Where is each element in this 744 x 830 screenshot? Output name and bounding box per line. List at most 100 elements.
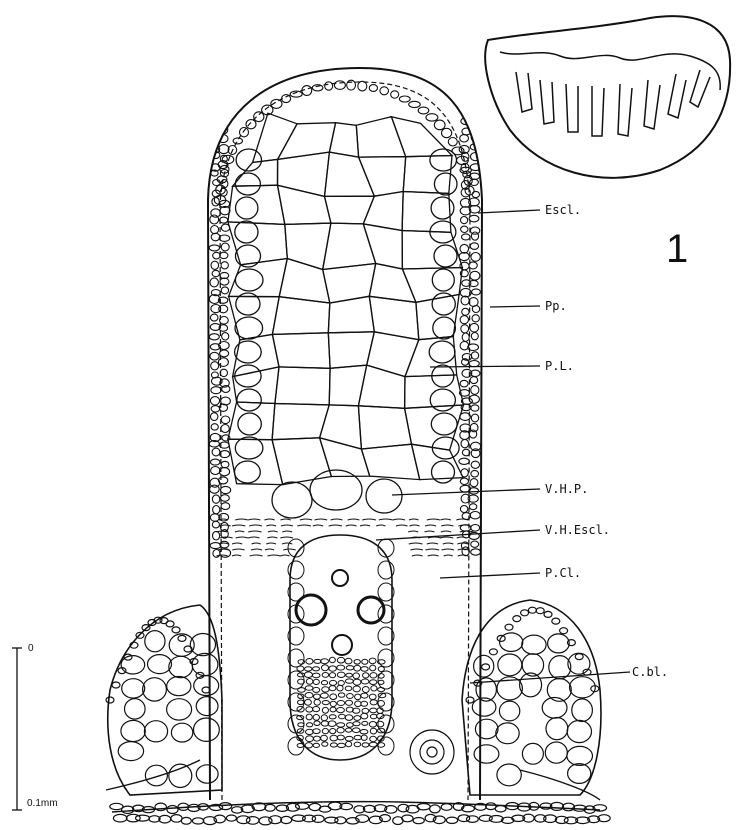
sclerenchyma-cell xyxy=(254,112,264,122)
palisade-cell xyxy=(281,519,291,520)
lobe-cell xyxy=(474,655,494,677)
palisade-cell xyxy=(264,651,273,652)
basal-cell xyxy=(122,806,134,813)
palisade-cell xyxy=(249,645,258,646)
parenchyma-cell xyxy=(328,296,374,333)
palisade-cell xyxy=(427,633,438,634)
palisade-cell xyxy=(347,765,359,766)
sclerenchyma-cell xyxy=(460,485,470,492)
sheath-cell xyxy=(378,737,394,755)
sclerenchyma-cell xyxy=(218,358,228,367)
palisade-cell xyxy=(248,573,259,574)
palisade-cell xyxy=(410,573,423,574)
lobe-cell xyxy=(121,720,145,741)
lobe-cell xyxy=(567,746,593,765)
lobe-cell xyxy=(568,653,590,674)
palisade-cell xyxy=(249,525,262,526)
palisade-cell xyxy=(266,627,279,628)
parenchyma-cell xyxy=(359,157,406,197)
basal-cell xyxy=(269,816,282,824)
sclerenchyma-cell xyxy=(399,96,410,102)
lobe-epidermis-cell xyxy=(482,664,490,670)
palisade-cell xyxy=(456,663,467,664)
phloem-cell xyxy=(321,681,327,685)
sclerenchyma-cell xyxy=(212,495,219,503)
sclerenchyma-cell xyxy=(471,525,480,532)
palisade-cell xyxy=(442,783,451,784)
palisade-cell xyxy=(248,615,261,616)
palisade-cell xyxy=(217,639,230,640)
palisade-cell xyxy=(379,765,391,766)
palisade-cell xyxy=(218,573,229,574)
palisade-cell xyxy=(218,645,230,646)
palisade-cell xyxy=(219,579,229,580)
palisade-cell xyxy=(250,651,260,652)
palisade-cell xyxy=(282,711,293,712)
phloem-cell xyxy=(329,686,336,691)
palisade-cell xyxy=(266,543,276,544)
palisade-cell xyxy=(426,711,436,712)
palisade-cell xyxy=(234,585,246,586)
palisade-cell xyxy=(281,681,294,682)
phloem-cell xyxy=(305,693,313,698)
basal-cell xyxy=(192,818,203,824)
phloem-cell xyxy=(339,714,346,719)
basal-cell xyxy=(335,817,346,824)
palisade-cell xyxy=(251,567,261,568)
parenchyma-cell xyxy=(429,341,455,363)
phloem-cell xyxy=(337,723,345,727)
lobe-epidermis-cell xyxy=(172,627,180,633)
palisade-cell xyxy=(440,639,452,640)
palisade-cell xyxy=(427,765,439,766)
phloem-cell xyxy=(361,679,369,684)
palisade-cell xyxy=(425,549,439,550)
lobe-cell xyxy=(497,764,521,786)
palisade-cell xyxy=(314,777,326,778)
phloem-cell xyxy=(312,673,320,678)
palisade-cell xyxy=(248,663,261,664)
palisade-cell xyxy=(266,579,276,580)
phloem-cell xyxy=(360,730,368,734)
palisade-cell xyxy=(441,687,453,688)
basal-cell xyxy=(110,803,123,809)
palisade-cell xyxy=(426,561,439,562)
phloem-cell xyxy=(305,699,312,705)
sclerenchyma-cell xyxy=(221,425,229,433)
phloem-cell xyxy=(329,657,335,662)
palisade-cell xyxy=(411,549,423,550)
sclerenchyma-cell xyxy=(210,352,219,360)
phloem-cell xyxy=(330,743,337,747)
parenchyma-cell xyxy=(323,223,376,269)
sclerenchyma-cell xyxy=(211,362,219,370)
palisade-cell xyxy=(234,753,244,754)
palisade-cell xyxy=(329,777,341,778)
palisade-cell xyxy=(235,777,248,778)
palisade-cell xyxy=(232,555,241,556)
parenchyma-cell xyxy=(278,123,336,160)
palisade-cell xyxy=(443,633,454,634)
basal-cell xyxy=(171,815,182,823)
palisade-cell xyxy=(456,519,468,520)
palisade-cell xyxy=(427,621,439,622)
palisade-cell xyxy=(249,705,261,706)
sclerenchyma-cell xyxy=(470,243,478,250)
basal-cell xyxy=(246,817,259,825)
phloem-cell xyxy=(337,701,345,706)
parenchyma-cell xyxy=(430,389,455,411)
lobe-cell xyxy=(196,697,218,716)
palisade-cell xyxy=(220,609,229,610)
phloem-cell xyxy=(362,721,368,725)
lobe-cell xyxy=(567,720,591,742)
sclerenchyma-cell xyxy=(471,352,478,359)
palisade-cell xyxy=(426,597,435,598)
palisade-cell xyxy=(408,531,418,532)
basal-cell xyxy=(167,806,178,814)
palisade-cell xyxy=(248,519,260,520)
phloem-cell xyxy=(322,665,329,671)
parenchyma-cell xyxy=(235,221,258,243)
sclerenchyma-cell xyxy=(470,227,479,234)
palisade-cell xyxy=(409,645,419,646)
palisade-cell xyxy=(412,615,423,616)
palisade-cell xyxy=(248,729,261,730)
palisade-cell xyxy=(425,609,436,610)
